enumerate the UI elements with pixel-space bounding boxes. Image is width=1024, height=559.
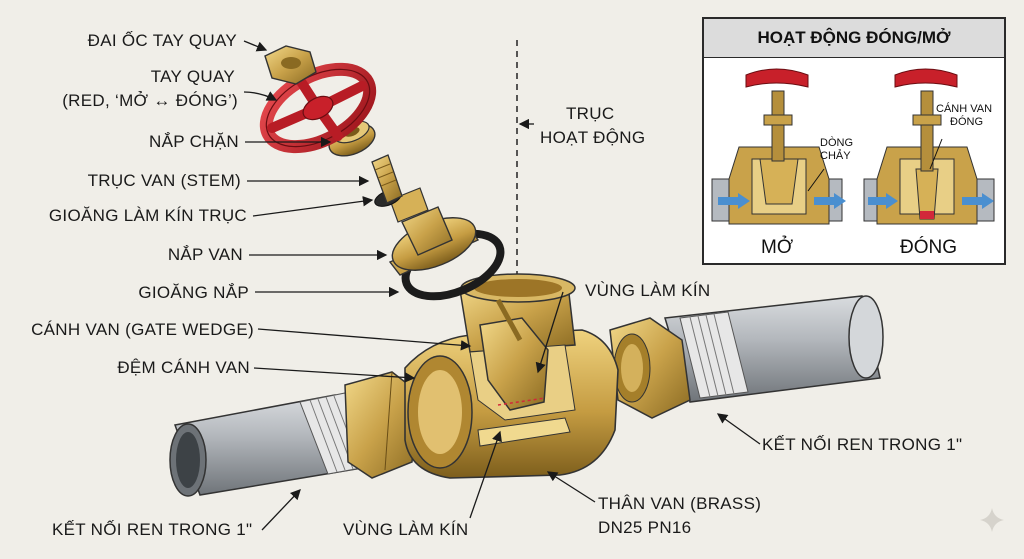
label-seal-zone-bottom: VÙNG LÀM KÍN — [343, 520, 469, 539]
label-stem: TRỤC VAN (STEM) — [87, 171, 241, 190]
inset-open-label: MỞ — [761, 237, 794, 258]
label-handwheel-note: (RED, ‘MỞ ↔ ĐÓNG’) — [62, 91, 238, 110]
bonnet-part — [388, 187, 480, 276]
seal-zone-marking — [497, 397, 546, 406]
leader-arrows — [243, 40, 761, 531]
label-body-spec: DN25 PN16 — [598, 518, 692, 537]
label-packing-cap: NẮP CHẶN — [149, 132, 239, 151]
closed-valve-figure — [863, 68, 995, 225]
label-axis-line2: HOẠT ĐỘNG — [540, 128, 646, 147]
right-pipe — [664, 295, 884, 403]
inset-flow-label-1: DÒNG — [820, 137, 853, 149]
open-close-inset: HOẠT ĐỘNG ĐÓNG/MỞ — [702, 17, 1006, 265]
inset-illustration — [711, 68, 995, 225]
label-body: THÂN VAN (BRASS) — [598, 494, 762, 513]
label-handwheel-nut: ĐAI ỐC TAY QUAY — [87, 31, 237, 50]
label-handwheel: TAY QUAY — [150, 67, 235, 86]
label-thread-left: KẾT NỐI REN TRONG 1" — [52, 520, 253, 539]
inset-closed-label: ĐÓNG — [900, 237, 957, 258]
right-union-nut — [609, 317, 691, 419]
inset-closed-wedge-label-2: ĐÓNG — [950, 116, 983, 128]
label-axis-line1: TRỤC — [566, 104, 615, 123]
label-bonnet-gasket: GIOĂNG NẮP — [138, 283, 249, 302]
label-bonnet: NẮP VAN — [167, 245, 243, 264]
label-gate-wedge: CÁNH VAN (GATE WEDGE) — [31, 320, 254, 339]
label-wedge-seat: ĐỆM CÁNH VAN — [117, 358, 250, 377]
stem-part — [371, 154, 403, 204]
label-thread-right: KẾT NỐI REN TRONG 1" — [762, 435, 963, 454]
label-seal-zone-top: VÙNG LÀM KÍN — [585, 281, 711, 300]
label-stem-seal: GIOĂNG LÀM KÍN TRỤC — [48, 206, 247, 225]
left-union-nut — [344, 371, 419, 479]
inset-closed-wedge-label-1: CÁNH VAN — [936, 103, 993, 115]
left-pipe — [169, 392, 373, 497]
inset-flow-label-2: CHẢY — [820, 150, 851, 162]
sparkle-icon — [980, 508, 1004, 532]
gate-wedge — [479, 298, 549, 411]
open-valve-figure — [711, 68, 846, 225]
handwheel-nut-part — [264, 45, 317, 85]
inset-title: HOẠT ĐỘNG ĐÓNG/MỞ — [704, 19, 1004, 58]
